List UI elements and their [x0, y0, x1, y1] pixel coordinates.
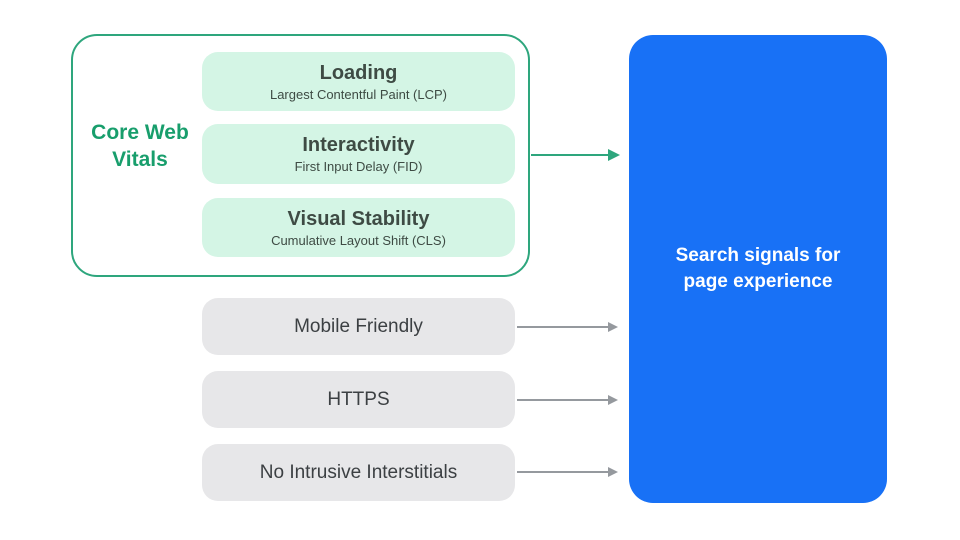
arrow-shaft — [517, 326, 608, 328]
arrow-core-web-vitals-icon — [531, 148, 620, 162]
arrow-no-intrusive-interstitials-icon — [517, 465, 618, 479]
arrow-https-icon — [517, 393, 618, 407]
signal-https: HTTPS — [202, 371, 515, 428]
arrow-mobile-friendly-icon — [517, 320, 618, 334]
metric-loading-title: Loading — [319, 61, 398, 84]
metric-loading: Loading Largest Contentful Paint (LCP) — [202, 52, 515, 111]
metric-loading-subtitle: Largest Contentful Paint (LCP) — [269, 86, 448, 102]
search-signals-title: Search signals for page experience — [675, 245, 841, 292]
metric-visual-stability-subtitle: Cumulative Layout Shift (CLS) — [271, 232, 446, 248]
metric-visual-stability: Visual Stability Cumulative Layout Shift… — [202, 198, 515, 257]
signal-mobile-friendly: Mobile Friendly — [202, 298, 515, 355]
signal-https-label: HTTPS — [327, 388, 390, 410]
arrow-shaft — [517, 399, 608, 401]
metric-visual-stability-title: Visual Stability — [287, 207, 430, 230]
arrow-head-icon — [608, 149, 620, 161]
arrow-head-icon — [608, 467, 618, 477]
arrow-shaft — [531, 154, 608, 156]
signal-no-intrusive-interstitials: No Intrusive Interstitials — [202, 444, 515, 501]
metric-interactivity: Interactivity First Input Delay (FID) — [202, 124, 515, 184]
signal-mobile-friendly-label: Mobile Friendly — [294, 315, 423, 337]
arrow-shaft — [517, 471, 608, 473]
arrow-head-icon — [608, 395, 618, 405]
arrow-head-icon — [608, 322, 618, 332]
metric-interactivity-subtitle: First Input Delay (FID) — [294, 159, 423, 174]
core-web-vitals-label: Core Web Vitals — [91, 121, 189, 171]
metric-interactivity-title: Interactivity — [302, 134, 415, 156]
search-signals-box: Search signals for page experience — [629, 35, 887, 503]
signal-no-intrusive-interstitials-label: No Intrusive Interstitials — [259, 461, 458, 483]
